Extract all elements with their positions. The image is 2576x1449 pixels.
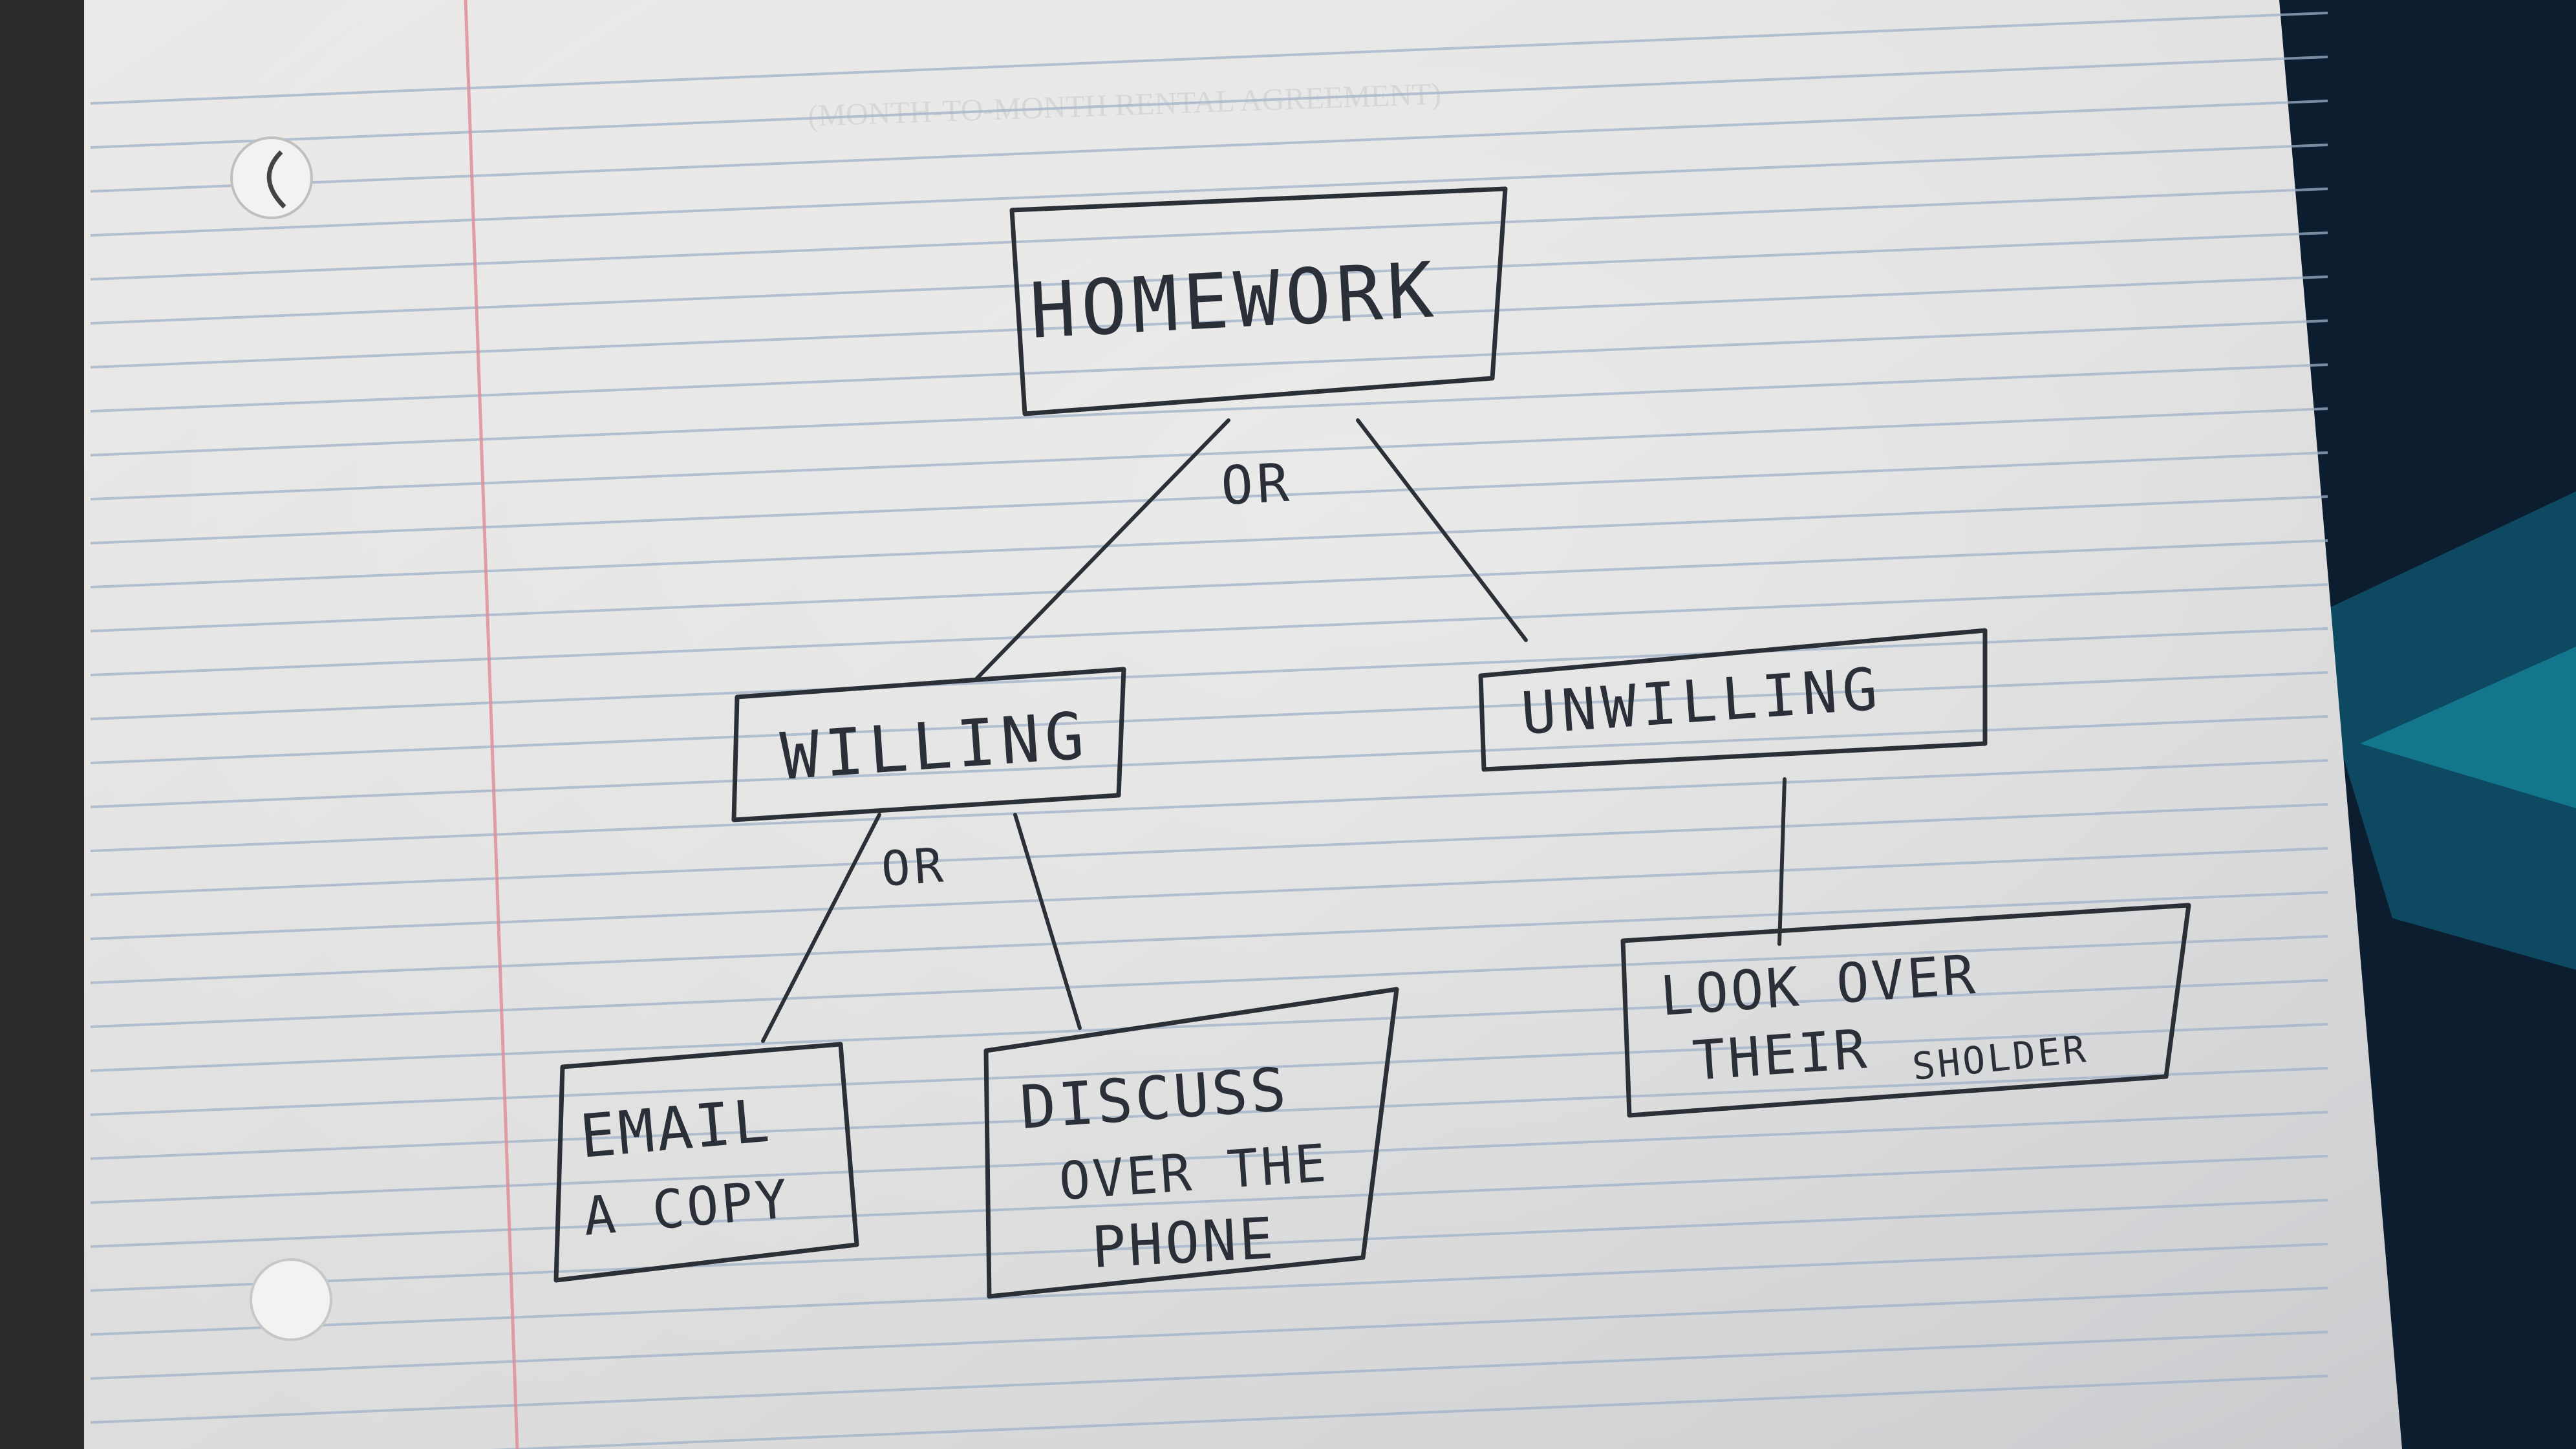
- ruled-line: [90, 1199, 2328, 1292]
- node-homework-box: [1009, 186, 1508, 416]
- ruled-line: [90, 56, 2328, 149]
- ruled-line: [90, 847, 2328, 940]
- binder-hole-bottom: [250, 1258, 332, 1341]
- background-cloth-pattern-2: [2360, 647, 2576, 808]
- node-discuss-box: [983, 987, 1399, 1299]
- node-homework-label: HOMEWORK: [1027, 245, 1441, 356]
- ruled-line: [90, 407, 2328, 500]
- node-email-box: [553, 1042, 859, 1283]
- ruled-line: [90, 100, 2328, 193]
- ruled-line: [90, 275, 2328, 369]
- ruled-line: [90, 12, 2328, 105]
- ruled-line: [90, 583, 2328, 676]
- ruled-line: [90, 1023, 2328, 1116]
- node-discuss-line3: PHONE: [1090, 1205, 1278, 1281]
- ruled-line: [90, 1331, 2328, 1424]
- ruled-line: [90, 1243, 2328, 1336]
- ruled-line: [90, 1155, 2328, 1248]
- binder-hole-mark: [266, 150, 286, 209]
- ruled-line: [90, 144, 2328, 237]
- edge-homework-unwilling: [1356, 418, 1528, 642]
- margin-line: [464, 0, 519, 1449]
- ruled-line: [90, 671, 2328, 764]
- ruled-line: [90, 1067, 2328, 1160]
- ruled-line: [90, 495, 2328, 588]
- ruled-line: [90, 627, 2328, 720]
- ruled-line: [90, 539, 2328, 632]
- ruled-line: [489, 1375, 2328, 1449]
- ruled-lines: [90, 12, 2328, 1449]
- ruled-line: [90, 188, 2328, 281]
- ruled-line: [90, 715, 2328, 808]
- ruled-line: [90, 231, 2328, 325]
- ruled-line: [90, 1111, 2328, 1204]
- edge-label-or-willing: OR: [879, 837, 949, 897]
- edge-willing-email: [761, 813, 881, 1043]
- node-willing-box: [731, 667, 1126, 822]
- binder-hole-top: [230, 136, 313, 219]
- ruled-line: [90, 979, 2328, 1072]
- node-unwilling-box: [1478, 628, 1988, 772]
- edge-unwilling-look: [1777, 777, 1787, 946]
- ruled-line: [90, 935, 2328, 1028]
- edges: [761, 418, 1787, 1043]
- ruled-line: [90, 803, 2328, 896]
- ruled-line: [90, 891, 2328, 984]
- node-look-box: [1620, 903, 2191, 1118]
- ruled-line: [90, 363, 2328, 456]
- node-homework: HOMEWORK: [1009, 186, 1508, 416]
- ruled-line: [90, 319, 2328, 413]
- ruled-line: [90, 1287, 2328, 1380]
- node-email-line1: EMAIL: [577, 1086, 775, 1171]
- edge-label-or-top: OR: [1219, 452, 1294, 517]
- edge-homework-willing: [974, 418, 1230, 681]
- ruled-line: [90, 759, 2328, 852]
- left-edge-shadow: [0, 0, 91, 1449]
- paper-light: [84, 0, 2402, 1449]
- edge-willing-discuss: [1013, 813, 1082, 1030]
- node-look-line2: THEIR: [1691, 1017, 1871, 1093]
- ruled-line: [90, 451, 2328, 544]
